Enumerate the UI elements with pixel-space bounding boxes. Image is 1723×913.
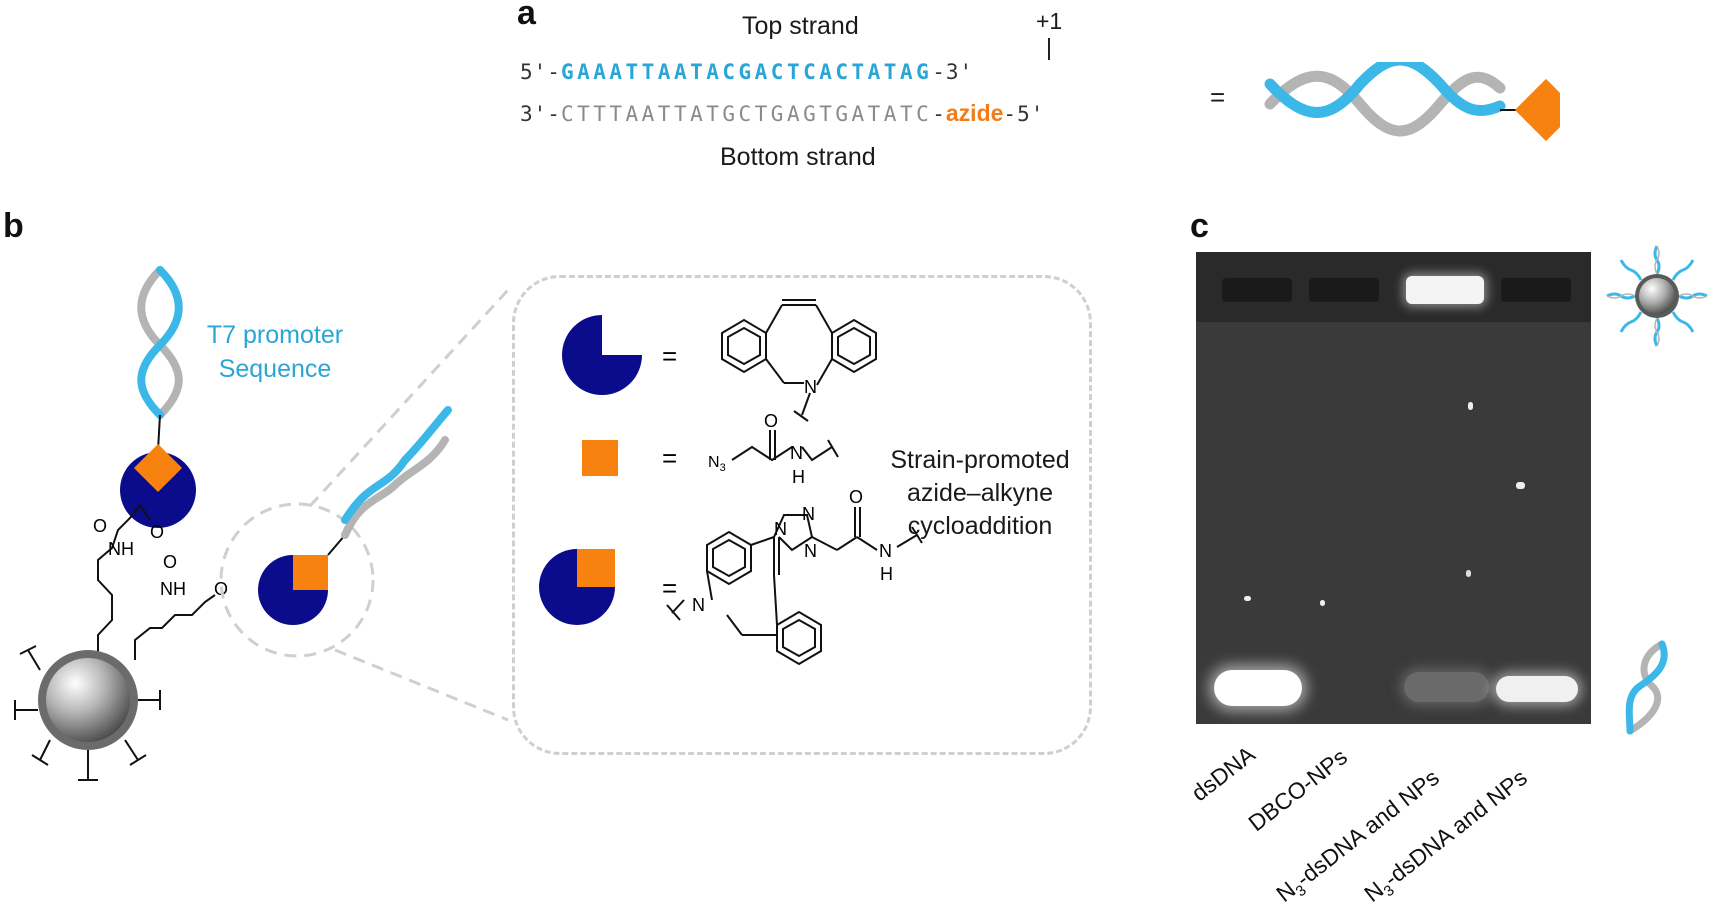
equals-2: = [662, 443, 677, 473]
t7-label-line2: Sequence [218, 355, 332, 383]
bottom-strand-title: Bottom strand [720, 143, 876, 171]
band-lane-1 [1214, 670, 1302, 706]
panel-c-letter: c [1190, 207, 1209, 245]
triazole-conjugate-icon [539, 549, 615, 625]
gel-speck-5 [1466, 570, 1471, 577]
top-strand-sequence: 5'-GAAATTAATACGACTCACTATAG-3' [520, 60, 973, 84]
dbco-pacman-icon [562, 315, 642, 395]
azide-diamond-icon [1514, 78, 1560, 142]
top-5prime-end: 5'- [520, 60, 561, 84]
top-strand-title: Top strand [742, 12, 859, 40]
triazole-oxygen: O [849, 487, 863, 507]
top-3prime-end: -3' [932, 60, 974, 84]
bottom-3prime-end: 3'- [520, 102, 561, 126]
dna-linker-line [157, 414, 161, 451]
triazole-n3: N [804, 541, 817, 561]
well-4 [1501, 278, 1571, 302]
zoom-linker-line [327, 534, 346, 556]
vertical-dna-helix-icon [137, 266, 183, 419]
equals-1: = [662, 341, 677, 371]
triazole-structure [666, 507, 923, 666]
azide-oxygen: O [764, 411, 778, 431]
azide-square-icon [582, 440, 618, 476]
plus-one-tick [1048, 38, 1050, 60]
gel-speck-2 [1320, 600, 1325, 606]
triazole-amide-hydrogen: H [880, 564, 893, 584]
well-1 [1222, 278, 1292, 302]
chemistry-detail-box [512, 275, 1092, 755]
triazole-n1: N [774, 519, 787, 539]
well-3-band [1406, 276, 1484, 304]
reaction-line2: azide–alkyne [907, 479, 1053, 507]
chemistry-detail-content: = N = N3 O N H = N N [539, 299, 923, 666]
gel-speck-3 [1468, 402, 1473, 410]
band-lane-3 [1404, 672, 1489, 702]
azide-nitrogen: N [790, 443, 803, 463]
azide-label: azide [945, 100, 1004, 126]
triazole-amide-nitrogen: N [879, 541, 892, 561]
plus-one-label: +1 [1036, 8, 1063, 34]
nanoparticle-conjugation-scheme: O NH O O NH O [14, 266, 510, 781]
equals-3: = [662, 573, 677, 603]
well-2 [1309, 278, 1379, 302]
lane-label-4: N3-dsDNA and NPs [1359, 764, 1532, 907]
zoom-dbco-azide-icon [258, 555, 328, 625]
nh-atom-1: NH [108, 539, 134, 559]
reaction-line3: cycloaddition [907, 512, 1053, 540]
panel-b-letter: b [3, 207, 24, 245]
oxygen-atom-2: O [93, 516, 107, 536]
reaction-line1: Strain-promoted [890, 446, 1070, 474]
bottom-strand-sequence: 3'-CTTTAATTATGCTGAGTGATATC-azide-5' [520, 100, 1044, 127]
spaac-reaction-label: Strain-promoted azide–alkyne cycloadditi… [860, 444, 1100, 543]
t7-promoter-label: T7 promoter Sequence [190, 318, 360, 386]
oxygen-atom-1: O [150, 522, 164, 542]
bottom-sequence: CTTTAATTATGCTGAGTGATATC [560, 102, 933, 126]
free-dsdna-icon [1625, 640, 1668, 735]
gel-speck-1 [1244, 596, 1251, 601]
band-lane-4 [1496, 676, 1578, 702]
bottom-dash: - [932, 102, 946, 126]
lane-label-1: dsDNA [1186, 740, 1260, 807]
azide-n3-label: N3 [708, 454, 726, 474]
oxygen-atom-3: O [163, 552, 177, 572]
panel-a-equals: = [1210, 82, 1226, 112]
zoom-connector-bottom [334, 648, 509, 722]
lane-label-2: DBCO-NPs [1243, 743, 1353, 837]
bottom-5prime-end: -5' [1003, 102, 1045, 126]
dna-helix-icon [1264, 62, 1506, 137]
azide-hydrogen: H [792, 467, 805, 487]
top-sequence: GAAATTAATACGACTCACTATAG [560, 60, 933, 84]
triazole-n2: N [802, 504, 815, 524]
dbco-nitrogen: N [804, 377, 817, 397]
dbco-structure [721, 299, 877, 422]
nanoparticle-icon [38, 650, 138, 750]
linker-chain [97, 504, 216, 660]
azide-acetamide-structure [731, 430, 839, 462]
nh-atom-2: NH [160, 579, 186, 599]
dna-coated-nanoparticle-icon [1606, 245, 1708, 347]
dsdna-azide-glyph [1264, 62, 1560, 142]
zoom-dna-helix-icon [341, 406, 452, 539]
dbco-azide-conjugate-icon [120, 443, 196, 528]
panel-a-letter: a [517, 0, 536, 32]
triazole-ring-nitrogen: N [692, 595, 705, 615]
gel-speck-4 [1516, 482, 1525, 489]
zoom-circle [219, 502, 375, 658]
surface-ligands [14, 645, 161, 781]
zoom-connector-top [308, 288, 510, 508]
gel-image [1196, 252, 1591, 724]
t7-label-line1: T7 promoter [206, 321, 344, 349]
